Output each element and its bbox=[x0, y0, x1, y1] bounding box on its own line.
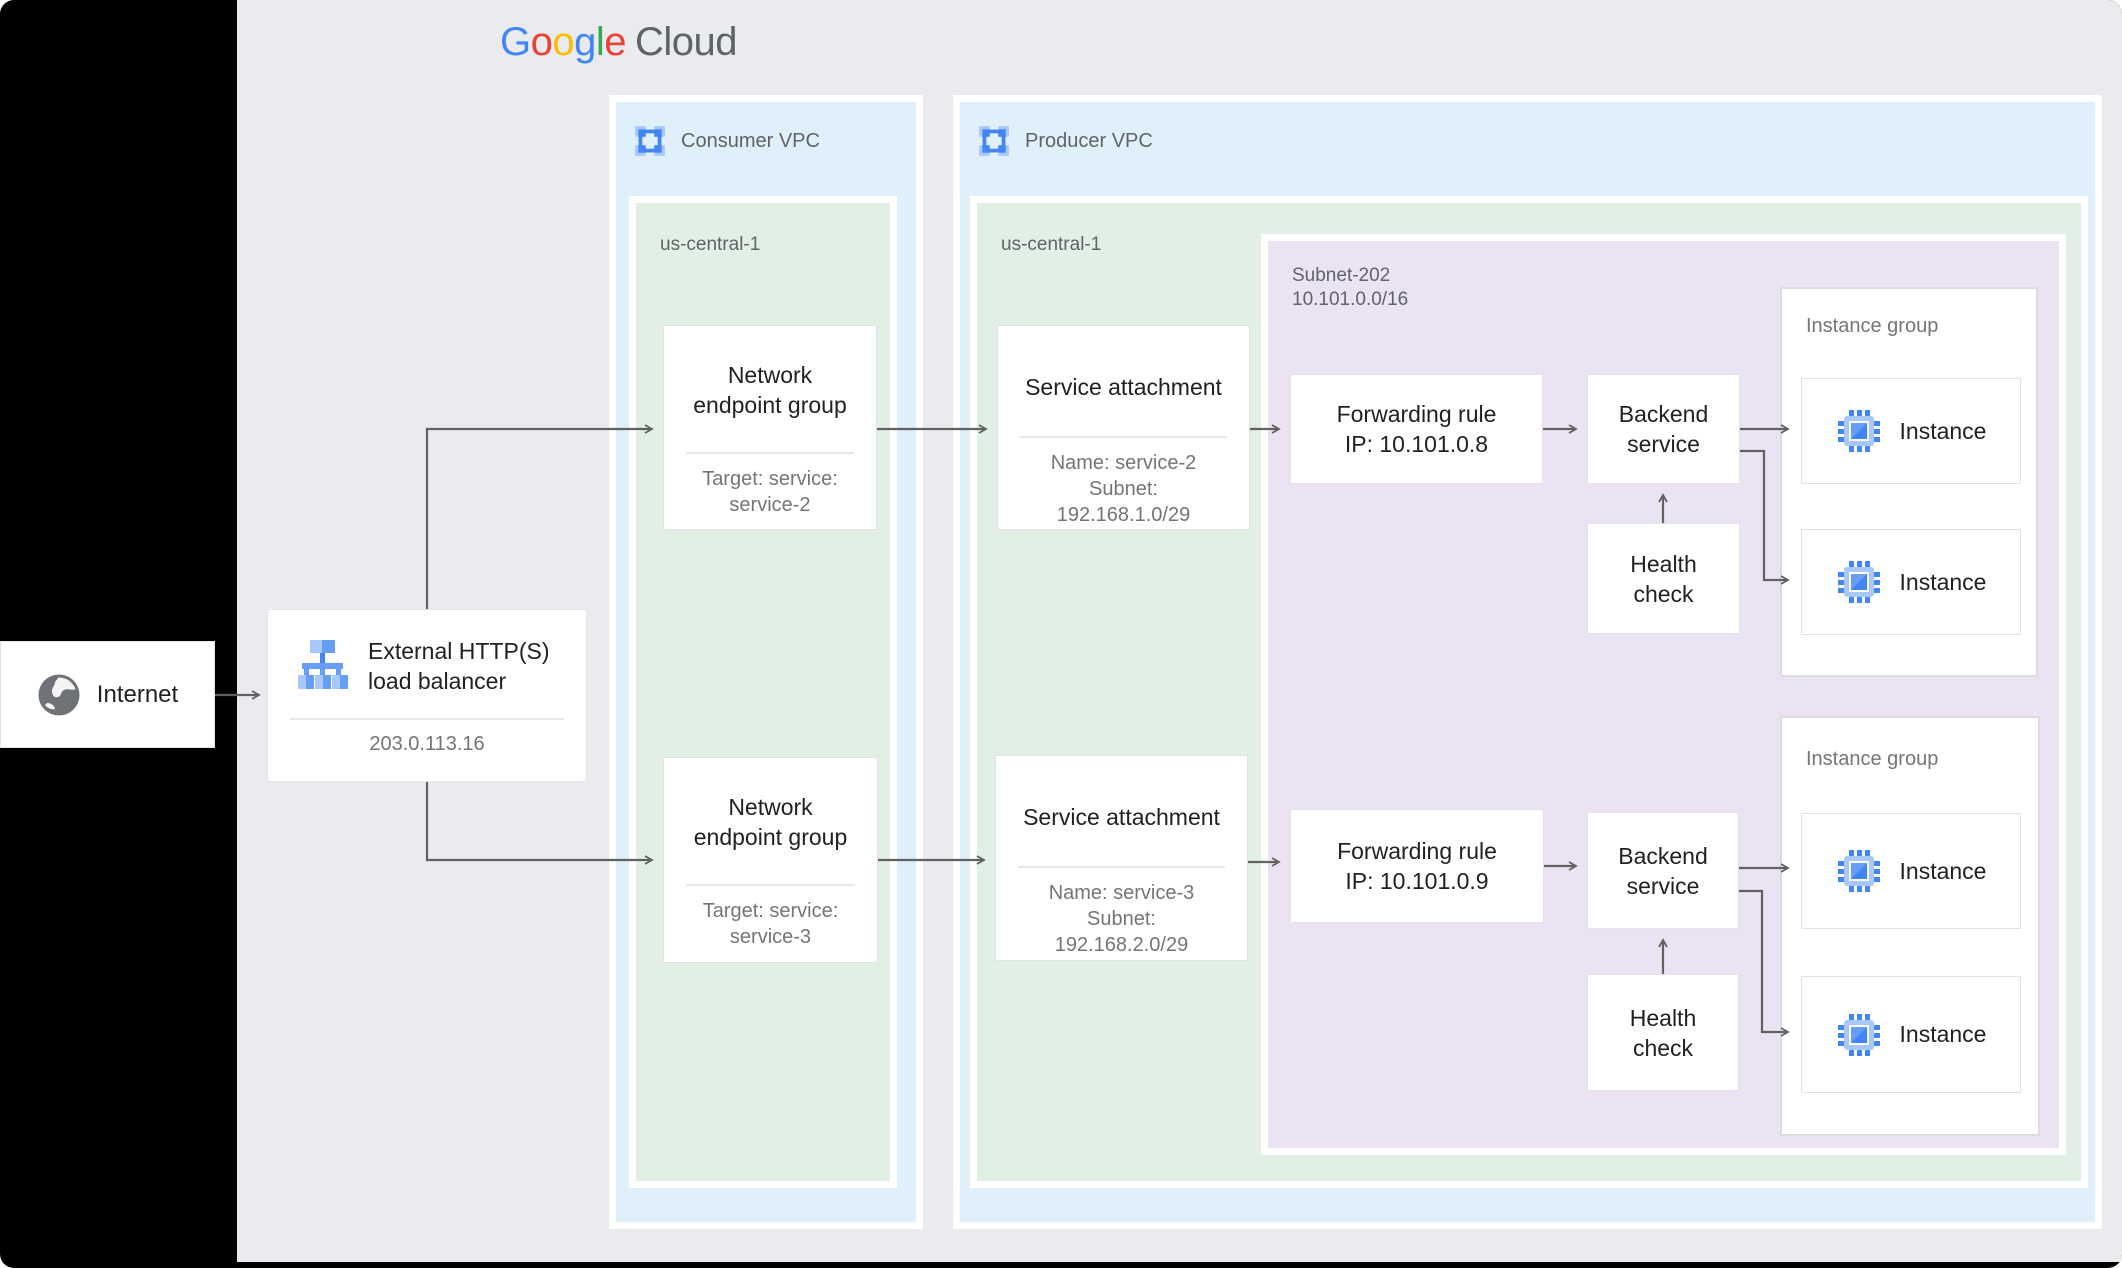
instance-group-box-2: Instance group Instance bbox=[1780, 716, 2040, 1136]
internet-node: Internet bbox=[0, 641, 215, 748]
service-attachment-node-2: Service attachment Name: service-3 Subne… bbox=[995, 755, 1248, 961]
producer-vpc-header: Producer VPC bbox=[977, 124, 1153, 158]
forwarding-rule-node-2: Forwarding rule IP: 10.101.0.9 bbox=[1290, 809, 1544, 923]
subnet-cidr: 10.101.0.0/16 bbox=[1292, 289, 1409, 310]
load-balancer-ip: 203.0.113.16 bbox=[369, 733, 485, 755]
logo-letter: o bbox=[530, 20, 553, 64]
network-endpoint-group-node-2: Network endpoint group Target: service: … bbox=[663, 757, 878, 963]
divider bbox=[686, 452, 854, 454]
load-balancer-icon bbox=[298, 640, 348, 689]
instance-group-box-1: Instance group Instance bbox=[1780, 287, 2038, 677]
logo-letter: G bbox=[500, 20, 531, 64]
instance-node: Instance bbox=[1801, 529, 2021, 635]
globe-icon bbox=[38, 674, 80, 715]
compute-instance-icon bbox=[1837, 561, 1880, 603]
health-check-node-1: Health check bbox=[1587, 523, 1740, 634]
instance-node: Instance bbox=[1801, 976, 2021, 1093]
health-check-node-2: Health check bbox=[1587, 974, 1739, 1091]
load-balancer-node: External HTTP(S) load balancer 203.0.113… bbox=[267, 609, 587, 782]
logo-letter: e bbox=[604, 20, 627, 64]
divider bbox=[1018, 866, 1225, 868]
subnet-name: Subnet-202 bbox=[1292, 265, 1391, 286]
consumer-vpc-label: Consumer VPC bbox=[681, 129, 820, 152]
vpc-icon bbox=[979, 126, 1009, 156]
forwarding-rule-node-1: Forwarding rule IP: 10.101.0.8 bbox=[1290, 374, 1543, 484]
divider bbox=[1020, 436, 1227, 438]
consumer-zone-label: us-central-1 bbox=[660, 234, 761, 255]
logo-letter: l bbox=[595, 20, 605, 64]
instance-node: Instance bbox=[1801, 813, 2021, 929]
instance-group-label: Instance group bbox=[1806, 315, 1939, 337]
divider bbox=[290, 718, 564, 720]
divider bbox=[686, 884, 855, 886]
load-balancer-title: External HTTP(S) load balancer bbox=[368, 638, 550, 694]
vpc-icon bbox=[635, 126, 665, 156]
network-endpoint-group-node-1: Network endpoint group Target: service: … bbox=[663, 325, 877, 530]
compute-instance-icon bbox=[1837, 1013, 1880, 1056]
backend-service-node-2: Backend service bbox=[1587, 812, 1739, 929]
subnet-label: Subnet-202 10.101.0.0/16 bbox=[1292, 264, 1408, 312]
logo-letter: g bbox=[574, 20, 596, 64]
producer-zone-label: us-central-1 bbox=[1001, 234, 1102, 255]
internet-label: Internet bbox=[96, 680, 179, 708]
compute-instance-icon bbox=[1837, 850, 1880, 892]
logo-letter: o bbox=[552, 20, 575, 64]
instance-node: Instance bbox=[1801, 378, 2021, 484]
service-attachment-node-1: Service attachment Name: service-2 Subne… bbox=[997, 325, 1250, 530]
backend-service-node-1: Backend service bbox=[1587, 374, 1740, 484]
producer-vpc-label: Producer VPC bbox=[1025, 129, 1153, 152]
consumer-vpc-header: Consumer VPC bbox=[633, 124, 820, 158]
instance-group-label: Instance group bbox=[1806, 748, 1939, 770]
logo-cloud-text: Cloud bbox=[635, 20, 738, 64]
compute-instance-icon bbox=[1837, 410, 1880, 452]
